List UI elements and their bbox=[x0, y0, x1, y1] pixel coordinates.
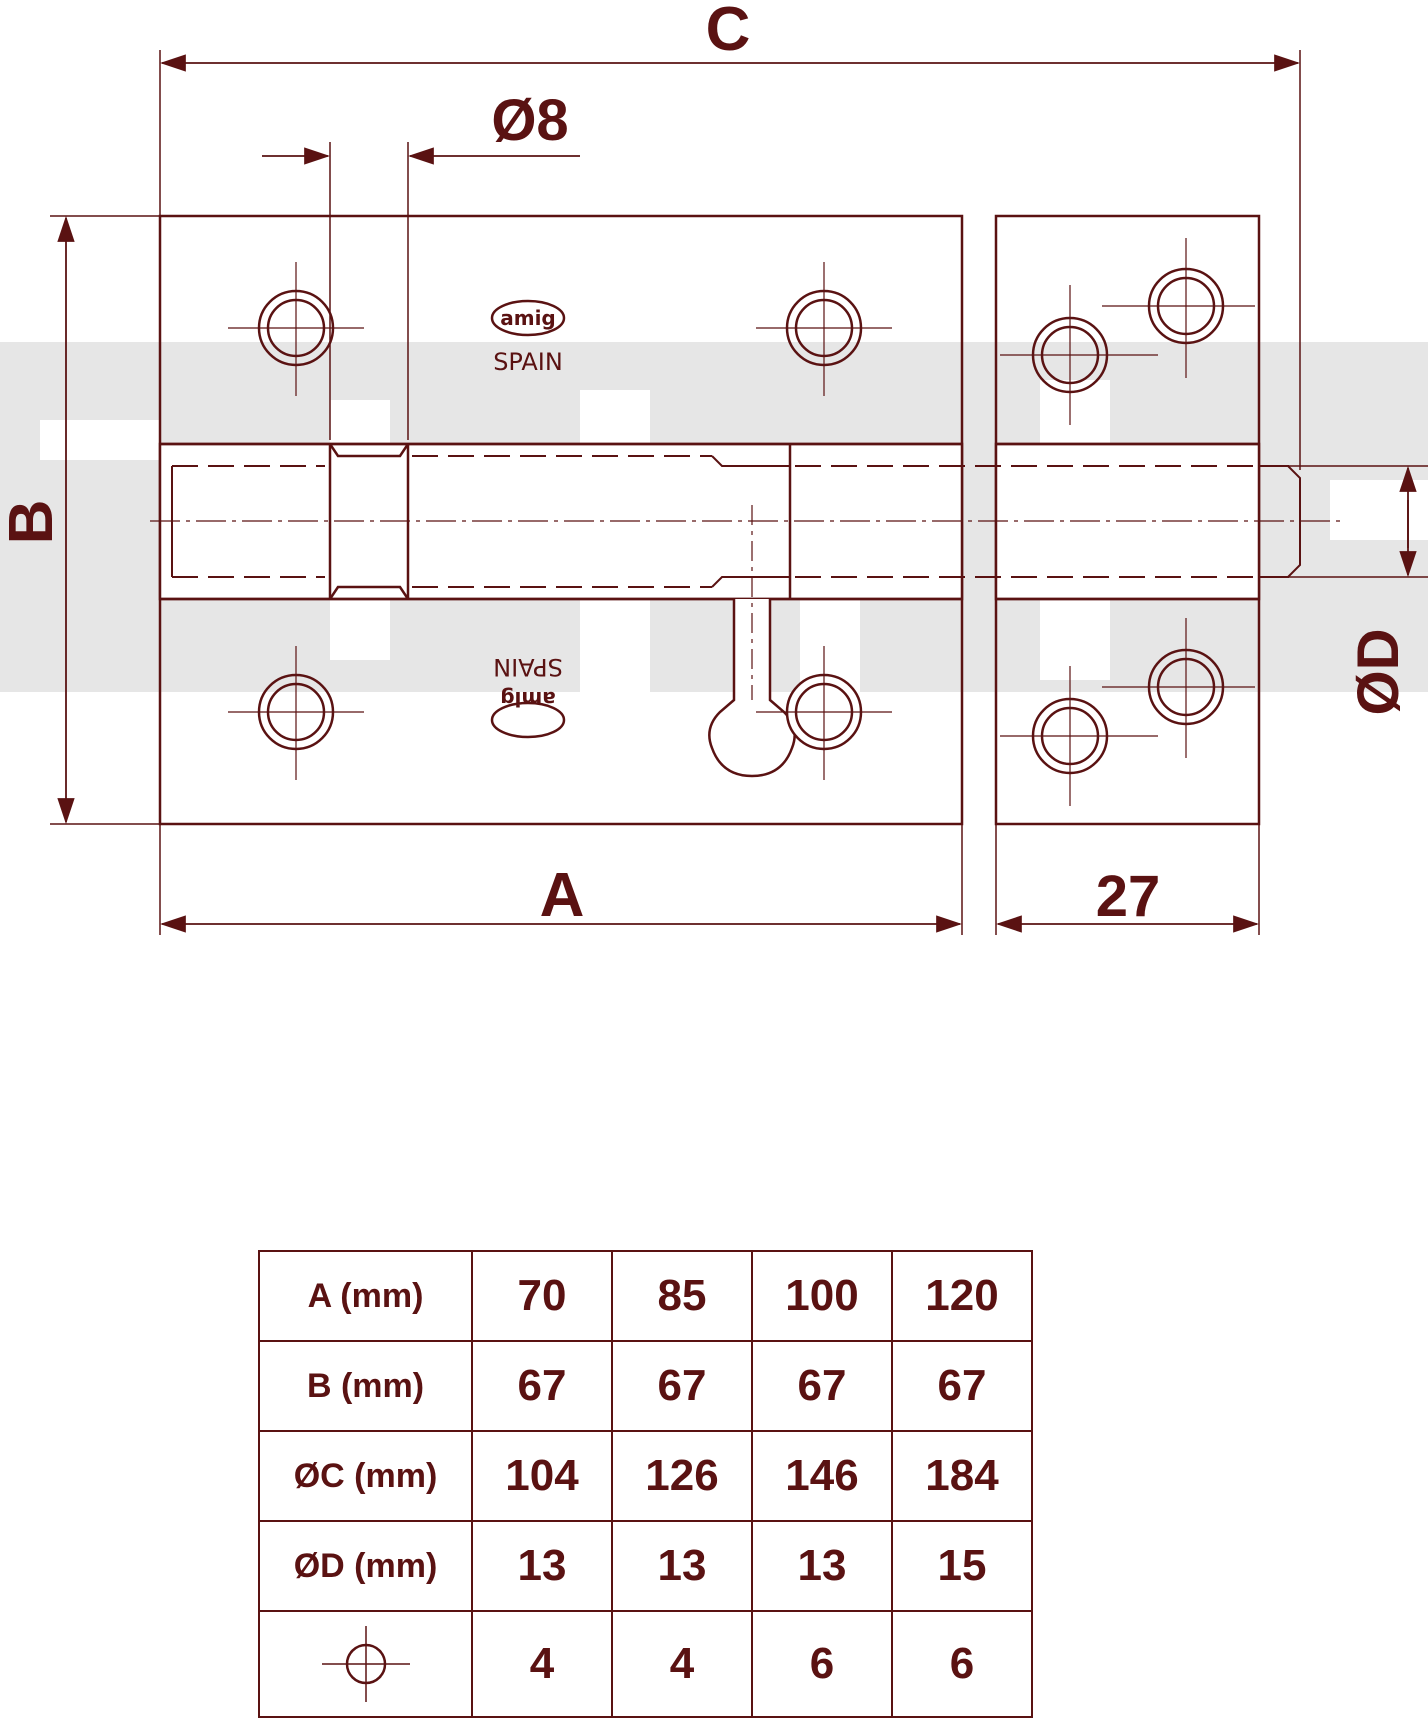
dimension-lines bbox=[57, 54, 1417, 933]
table-row: ØD (mm) 13 13 13 15 bbox=[258, 1520, 1033, 1612]
label-pin-diameter: Ø8 bbox=[491, 88, 568, 153]
table-cell: 120 bbox=[891, 1250, 1033, 1342]
table-cell: 6 bbox=[751, 1610, 893, 1718]
table-cell: 100 bbox=[751, 1250, 893, 1342]
table-cell: 15 bbox=[891, 1520, 1033, 1612]
screw-hole bbox=[756, 262, 892, 396]
dimensions-table: A (mm) 70 85 100 120 B (mm) 67 67 67 67 … bbox=[258, 1250, 1033, 1718]
screw-hole-icon bbox=[321, 1626, 410, 1702]
table-row: 4 4 6 6 bbox=[258, 1610, 1033, 1718]
table-cell: 67 bbox=[471, 1340, 613, 1432]
table-cell: 85 bbox=[611, 1250, 753, 1342]
table-cell: 13 bbox=[611, 1520, 753, 1612]
bolt-rod bbox=[172, 455, 1290, 588]
logo-country-bottom: SPAIN bbox=[493, 653, 563, 681]
label-d: ØD bbox=[1346, 629, 1411, 716]
label-keeper-width: 27 bbox=[1096, 864, 1161, 929]
screw-hole bbox=[1102, 618, 1255, 758]
logo-brand-bottom: amig bbox=[500, 687, 556, 711]
table-cell: 104 bbox=[471, 1430, 613, 1522]
label-a: A bbox=[540, 861, 585, 930]
table-row: B (mm) 67 67 67 67 bbox=[258, 1340, 1033, 1432]
table-cell: 184 bbox=[891, 1430, 1033, 1522]
table-cell: 146 bbox=[751, 1430, 893, 1522]
table-cell: 70 bbox=[471, 1250, 613, 1342]
table-row: A (mm) 70 85 100 120 bbox=[258, 1250, 1033, 1342]
table-row: ØC (mm) 104 126 146 184 bbox=[258, 1430, 1033, 1522]
table-cell: 126 bbox=[611, 1430, 753, 1522]
screw-hole bbox=[1000, 666, 1158, 806]
table-cell: 13 bbox=[751, 1520, 893, 1612]
brand-logo-top bbox=[490, 299, 566, 337]
table-cell: 67 bbox=[751, 1340, 893, 1432]
screw-hole bbox=[756, 646, 892, 780]
table-cell: 67 bbox=[891, 1340, 1033, 1432]
logo-country-top: SPAIN bbox=[493, 348, 563, 376]
row-label bbox=[258, 1610, 473, 1718]
logo-brand-top: amig bbox=[500, 306, 556, 330]
table-cell: 4 bbox=[471, 1610, 613, 1718]
table-cell: 67 bbox=[611, 1340, 753, 1432]
screw-hole bbox=[1000, 285, 1158, 425]
table-cell: 6 bbox=[891, 1610, 1033, 1718]
screw-hole bbox=[228, 262, 364, 396]
label-b: B bbox=[0, 500, 66, 545]
table-cell: 4 bbox=[611, 1610, 753, 1718]
technical-drawing: amig SPAIN amig SPAIN C Ø8 B ØD A 27 bbox=[0, 0, 1428, 935]
row-label: ØC (mm) bbox=[258, 1430, 473, 1522]
label-c: C bbox=[706, 0, 751, 64]
brand-logo-bottom bbox=[490, 701, 566, 739]
row-label: ØD (mm) bbox=[258, 1520, 473, 1612]
screw-hole bbox=[1102, 238, 1255, 378]
row-label: B (mm) bbox=[258, 1340, 473, 1432]
table-cell: 13 bbox=[471, 1520, 613, 1612]
row-label: A (mm) bbox=[258, 1250, 473, 1342]
screw-hole bbox=[228, 646, 364, 780]
